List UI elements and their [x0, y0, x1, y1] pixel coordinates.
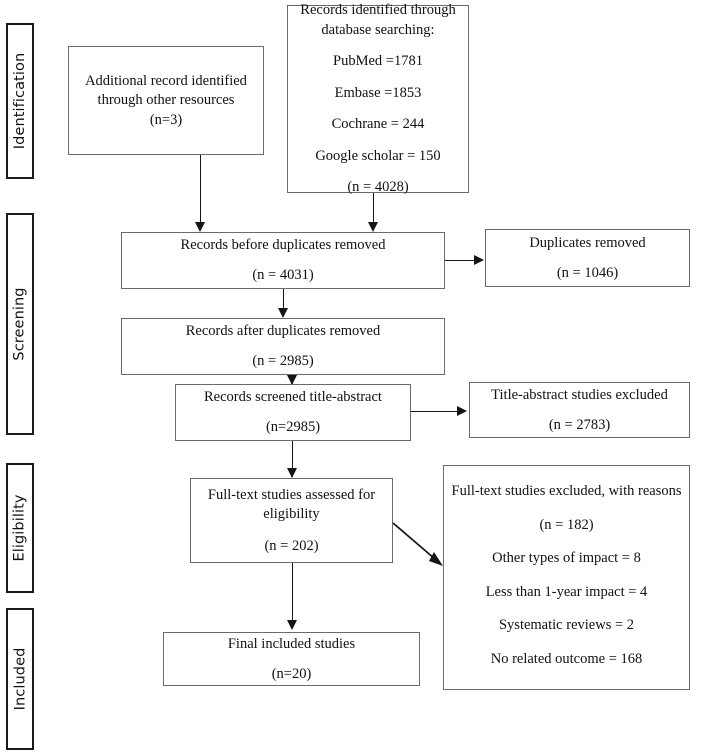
box-records-screened-title: Records screened title-abstract [204, 389, 382, 406]
box-fulltext-excluded-count: (n = 182) [539, 516, 594, 533]
box-fulltext-assessed-line-1: Full-text studies assessed for [207, 486, 376, 503]
box-additional-records: Additional record identified through oth… [68, 46, 264, 155]
connector-fulltext-to-fulltext-excluded [392, 522, 443, 566]
box-records-after-duplicates-title: Records after duplicates removed [185, 323, 381, 340]
box-records-after-duplicates-count: (n = 2985) [252, 353, 314, 369]
box-database-records-total: (n = 4028) [347, 179, 409, 196]
arrow-screened-to-fulltext [287, 468, 297, 478]
box-final-included: Final included studies (n=20) [163, 632, 420, 686]
box-additional-records-line-2: through other resources [97, 92, 235, 109]
stage-label-identification: Identification [6, 23, 34, 179]
connector-additional-to-before-duplicates [200, 155, 201, 227]
stage-label-screening: Screening [6, 213, 34, 435]
box-database-records-line-2: database searching: [321, 21, 435, 38]
box-title-abstract-excluded-title: Title-abstract studies excluded [491, 386, 668, 403]
arrow-fulltext-to-final-included [287, 620, 297, 630]
arrow-after-duplicates-to-screened [287, 375, 297, 385]
connector-before-duplicates-to-duplicates-removed [445, 260, 476, 261]
box-final-included-count: (n=20) [271, 665, 312, 682]
box-title-abstract-excluded-count: (n = 2783) [548, 416, 611, 433]
box-fulltext-excluded-title: Full-text studies excluded, with reasons [451, 483, 682, 499]
stage-label-included: Included [6, 608, 34, 750]
box-fulltext-assessed-count: (n = 202) [264, 537, 319, 554]
box-database-records-pubmed: PubMed =1781 [333, 53, 423, 70]
arrow-additional-to-before-duplicates [195, 222, 205, 232]
box-duplicates-removed: Duplicates removed (n = 1046) [485, 229, 690, 287]
stage-label-included-text: Included [12, 647, 29, 711]
arrow-screened-to-title-abstract-excluded [457, 406, 467, 416]
box-records-before-duplicates-count: (n = 4031) [252, 267, 314, 283]
stage-label-screening-text: Screening [12, 287, 28, 361]
box-fulltext-excluded: Full-text studies excluded, with reasons… [443, 465, 690, 690]
box-final-included-title: Final included studies [227, 635, 356, 652]
connector-screened-to-fulltext [292, 441, 293, 477]
box-fulltext-excluded-reason-systematic-reviews: Systematic reviews = 2 [498, 617, 635, 634]
stage-label-eligibility: Eligibility [6, 463, 34, 593]
arrow-before-to-after-duplicates [278, 308, 288, 318]
box-additional-records-line-3: (n=3) [149, 111, 183, 128]
box-fulltext-excluded-reason-no-related-outcome: No related outcome = 168 [490, 650, 643, 667]
box-database-records-embase: Embase =1853 [334, 84, 422, 101]
box-database-records: Records identified through database sear… [287, 2, 469, 195]
connector-fulltext-to-final-included [292, 563, 293, 625]
arrow-database-to-before-duplicates [368, 222, 378, 232]
box-fulltext-assessed: Full-text studies assessed for eligibili… [190, 478, 393, 563]
box-records-screened-count: (n=2985) [265, 419, 321, 435]
box-title-abstract-excluded: Title-abstract studies excluded (n = 278… [469, 382, 690, 438]
box-records-screened: Records screened title-abstract (n=2985) [175, 384, 411, 441]
box-fulltext-excluded-reason-other-types: Other types of impact = 8 [492, 550, 641, 567]
arrow-before-duplicates-to-duplicates-removed [474, 255, 484, 265]
box-database-records-google-scholar: Google scholar = 150 [315, 147, 441, 164]
stage-label-eligibility-text: Eligibility [12, 494, 29, 562]
box-records-before-duplicates: Records before duplicates removed (n = 4… [121, 232, 445, 289]
connector-before-to-after-duplicates [283, 289, 284, 313]
box-database-records-line-1: Records identified through [300, 2, 456, 19]
box-database-records-cochrane: Cochrane = 244 [331, 116, 425, 133]
box-duplicates-removed-title: Duplicates removed [529, 234, 646, 251]
box-fulltext-excluded-reason-less-than-1-year: Less than 1-year impact = 4 [485, 583, 648, 600]
stage-label-identification-text: Identification [12, 52, 29, 150]
connector-screened-to-title-abstract-excluded [411, 411, 459, 412]
box-records-after-duplicates: Records after duplicates removed (n = 29… [121, 318, 445, 375]
connector-database-to-before-duplicates [373, 193, 374, 227]
box-additional-records-line-1: Additional record identified [85, 72, 247, 89]
box-duplicates-removed-count: (n = 1046) [556, 264, 619, 281]
box-records-before-duplicates-title: Records before duplicates removed [180, 237, 386, 254]
box-fulltext-assessed-line-2: eligibility [263, 506, 320, 523]
